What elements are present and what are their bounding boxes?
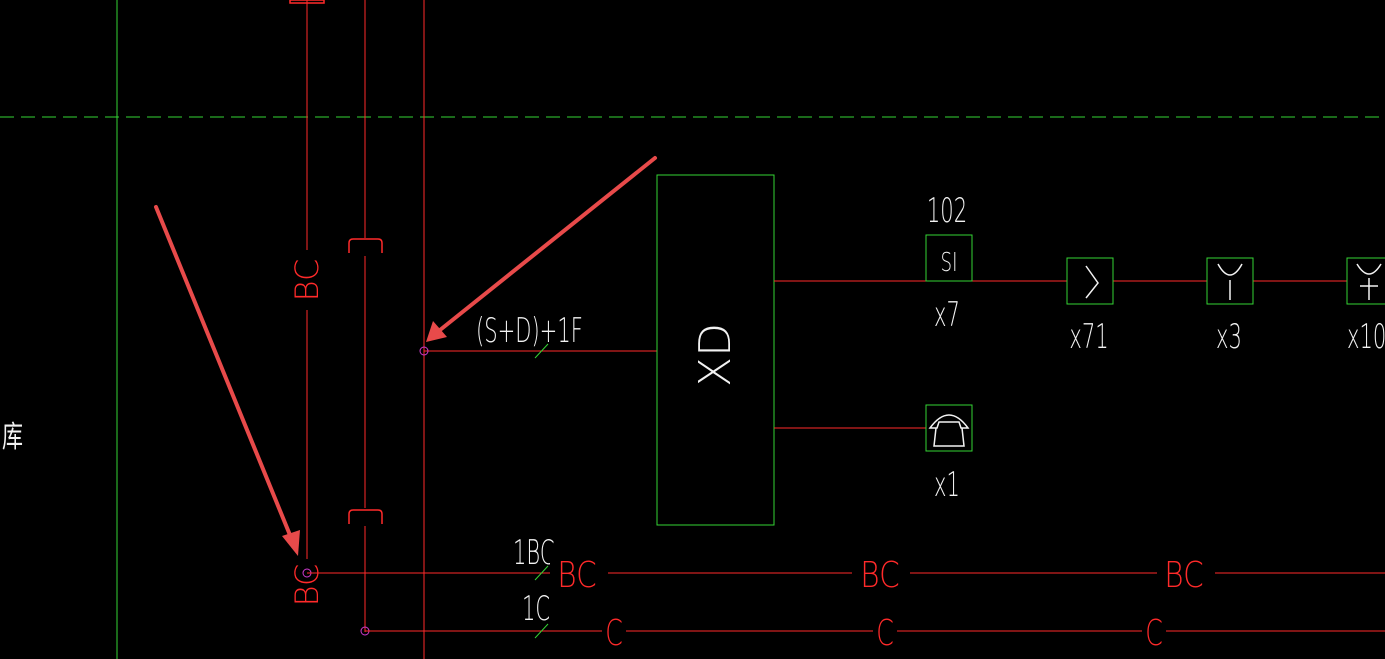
label-1bc: 1BC (513, 533, 555, 573)
telephone-count: x1 (934, 465, 960, 505)
antenna-2-symbol-icon (1356, 263, 1382, 300)
vertical-c-marker-lower (348, 508, 383, 526)
switch-symbol-icon (1085, 265, 1099, 299)
bus-c-label-2: C (876, 613, 894, 655)
annotation-arrow-left (154, 205, 300, 556)
branch-label: (S+D)+1F (476, 311, 583, 351)
vertical-c-marker-upper (348, 238, 383, 256)
switch-device-icon[interactable] (1066, 257, 1114, 305)
top-marker (289, 0, 325, 4)
bus-c-tick (534, 623, 549, 639)
vertical-bc-label-upper: BC (288, 259, 326, 302)
si-top-label: 102 (927, 191, 967, 231)
label-1c: 1C (522, 589, 550, 629)
bus-bc-tick (534, 565, 549, 581)
telephone-symbol-icon (928, 414, 970, 447)
bus-bc-label-3: BC (1164, 553, 1203, 596)
junction-node-branch[interactable] (419, 346, 429, 356)
antenna-symbol-icon (1217, 263, 1243, 300)
left-room-label: 库 (2, 420, 23, 455)
switch-count: x71 (1069, 317, 1108, 357)
si-outlet-icon[interactable] (925, 234, 973, 282)
branch-tick (534, 343, 549, 359)
antenna-2-count: x10 (1347, 317, 1385, 357)
si-symbol: SI (941, 248, 958, 278)
antenna-count: x3 (1216, 317, 1242, 357)
si-count: x7 (934, 295, 960, 335)
bus-bc-label-1: BC (557, 553, 596, 596)
bus-bc-label-2: BC (860, 553, 899, 596)
xd-box[interactable] (656, 174, 775, 526)
bus-c-label-1: C (605, 613, 623, 655)
xd-box-label: XD (690, 323, 741, 387)
bus-c-label-3: C (1145, 613, 1163, 655)
antenna-outlet-2-icon[interactable] (1346, 257, 1385, 305)
vertical-bc-label-lower: BC (288, 564, 326, 607)
annotation-arrow-right (426, 156, 657, 342)
